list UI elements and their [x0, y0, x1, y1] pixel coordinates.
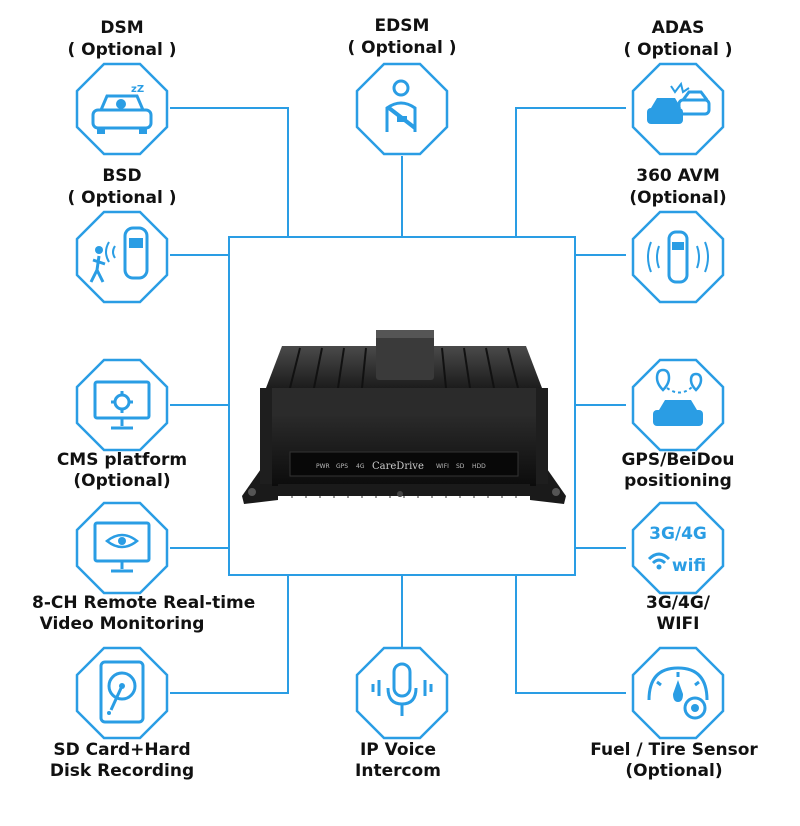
led-sd: SD [456, 463, 465, 470]
pedestrian-blind-spot-icon [75, 210, 169, 304]
feature-title: EDSM [374, 16, 430, 36]
led-hdd: HDD [472, 463, 486, 470]
feature-remote-monitoring: 8-CH Remote Real-time Video Monitoring [32, 501, 256, 681]
feature-adas: ADAS ( Optional ) [588, 10, 768, 190]
brand-logo-text: CareDrive [372, 461, 424, 472]
feature-title: SD Card+Hard [53, 740, 191, 760]
car-location-icon [631, 358, 725, 452]
feature-subtitle: ( Optional ) [67, 40, 177, 60]
feature-title: Fuel / Tire Sensor [590, 740, 758, 760]
feature-subtitle: Video Monitoring [39, 614, 205, 634]
feature-subtitle: (Optional) [629, 188, 727, 208]
feature-title: 8-CH Remote Real-time [32, 593, 256, 613]
network-badge-text: 3G/4G [649, 524, 707, 544]
feature-network: 3G/4G wifi 3G/4G/ WIFI [588, 501, 768, 681]
feature-bsd: BSD ( Optional ) [32, 158, 212, 338]
feature-subtitle: WIFI [656, 614, 700, 634]
feature-title: DSM [100, 18, 144, 38]
monitor-gear-icon [75, 358, 169, 452]
svg-text:zZ: zZ [131, 84, 144, 95]
feature-title: CMS platform [56, 450, 188, 470]
feature-title: 360 AVM [636, 166, 720, 186]
feature-subtitle: Intercom [355, 761, 441, 781]
car-collision-icon [631, 62, 725, 156]
hard-disk-icon [75, 646, 169, 740]
feature-title: BSD [102, 166, 142, 186]
feature-title: IP Voice [359, 740, 437, 760]
feature-avm: 360 AVM (Optional) [588, 158, 768, 338]
car-surround-view-icon [631, 210, 725, 304]
feature-dsm: DSM ( Optional ) zZ [32, 10, 212, 190]
feature-subtitle: (Optional) [73, 471, 171, 491]
connector-lines [170, 107, 626, 694]
microphone-icon [355, 646, 449, 740]
feature-fuel-tire: Fuel / Tire Sensor (Optional) [584, 646, 764, 826]
feature-title: ADAS [651, 18, 705, 38]
feature-subtitle: ( Optional ) [347, 38, 457, 58]
feature-subtitle: Disk Recording [49, 761, 195, 781]
feature-title: GPS/BeiDou [621, 450, 735, 470]
seatbelt-driver-icon [355, 62, 449, 156]
feature-storage: SD Card+Hard Disk Recording [32, 646, 212, 826]
sleepy-driver-car-icon: zZ [75, 62, 169, 156]
feature-subtitle: ( Optional ) [67, 188, 177, 208]
wifi-text: wifi [672, 556, 706, 576]
led-pwr: PWR [316, 463, 330, 470]
feature-title: 3G/4G/ [646, 593, 710, 613]
feature-edsm: EDSM ( Optional ) [312, 8, 492, 188]
feature-cms: CMS platform (Optional) [32, 358, 212, 538]
wifi-3g4g-icon: 3G/4G wifi [631, 501, 725, 595]
gauge-tire-icon [631, 646, 725, 740]
led-wifi: WIFI [436, 463, 449, 470]
feature-voice: IP Voice Intercom [308, 646, 488, 826]
led-gps: GPS [336, 463, 348, 470]
feature-subtitle: positioning [624, 471, 732, 491]
feature-subtitle: (Optional) [625, 761, 723, 781]
device-panel: PWR GPS 4G CareDrive WIFI SD HDD [228, 236, 576, 576]
monitor-eye-icon [75, 501, 169, 595]
dvr-device-image: PWR GPS 4G CareDrive WIFI SD HDD [242, 330, 566, 504]
feature-gps: GPS/BeiDou positioning [588, 358, 768, 538]
led-4g: 4G [356, 463, 365, 470]
feature-subtitle: ( Optional ) [623, 40, 733, 60]
